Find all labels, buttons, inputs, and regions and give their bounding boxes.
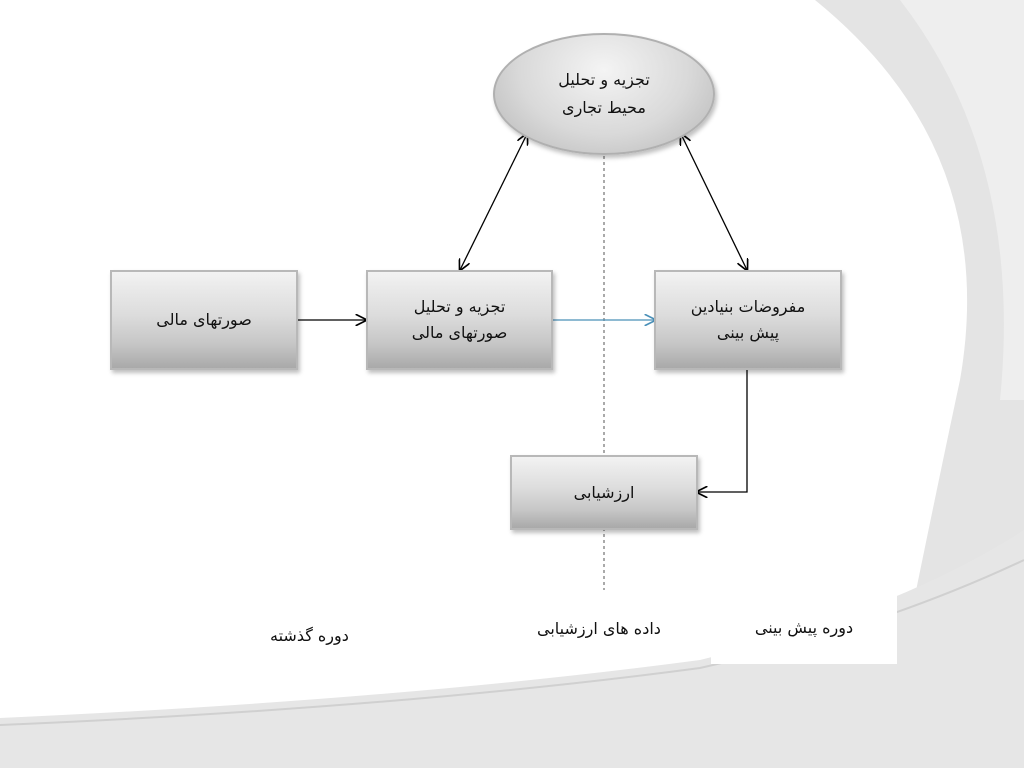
forecast-assumptions-node: مفروضات بنیادین پیش بینی [654, 270, 842, 370]
bottom-curve-line [0, 559, 1024, 726]
arrow-forecast-to-evaluation [697, 369, 748, 492]
financial-statements-node: صورتهای مالی [110, 270, 298, 370]
forecast-assumptions-line1: مفروضات بنیادین [690, 297, 806, 316]
financial-statements-label: صورتهای مالی [156, 310, 252, 329]
forecast-period-label: دوره پیش بینی [754, 618, 854, 637]
evaluation-data-label: داده های ارزشیابی [537, 619, 661, 638]
evaluation-node: ارزشیابی [510, 455, 698, 530]
forecast-label-panel: دوره پیش بینی [711, 591, 897, 664]
environment-analysis-line1: تجزیه و تحلیل [558, 70, 650, 89]
evaluation-label: ارزشیابی [573, 482, 635, 502]
statements-analysis-node: تجزیه و تحلیل صورتهای مالی [366, 270, 553, 370]
statements-analysis-line2: صورتهای مالی [411, 323, 508, 342]
environment-analysis-node: تجزیه و تحلیل محیط تجاری [493, 33, 715, 155]
past-period-label: دوره گذشته [270, 626, 349, 645]
right-curve-highlight [900, 0, 1024, 400]
statements-analysis-line1: تجزیه و تحلیل [413, 297, 506, 316]
arrow-environment-forecast [681, 134, 747, 270]
forecast-assumptions-line2: پیش بینی [716, 323, 780, 342]
bottom-curve-shape [0, 530, 1024, 768]
environment-analysis-line2: محیط تجاری [562, 98, 646, 117]
arrow-analysis-environment [460, 134, 527, 270]
